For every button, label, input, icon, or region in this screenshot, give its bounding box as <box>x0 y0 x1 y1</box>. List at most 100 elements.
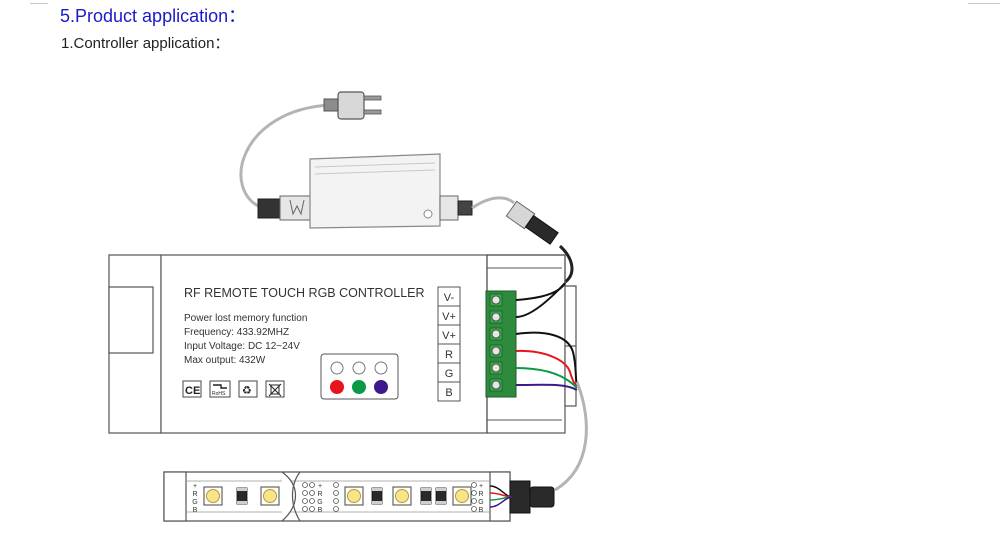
resistor-terminal <box>421 488 431 491</box>
controller-specs: Power lost memory function Frequency: 43… <box>184 313 307 366</box>
output-wire <box>515 383 578 391</box>
strip-pad <box>333 506 339 512</box>
led-chip-lens <box>455 489 469 503</box>
connector-lead <box>489 496 513 508</box>
terminal-labels: V-V+V+RGB <box>437 286 461 402</box>
certification-marks: CE RoHS ♻ <box>182 380 285 398</box>
strip-pad <box>471 490 477 496</box>
controller-title: RF REMOTE TOUCH RGB CONTROLLER <box>184 286 425 300</box>
section-title: 5.Product application： <box>60 6 247 26</box>
dc-lead <box>558 244 574 284</box>
terminal-block <box>485 290 517 398</box>
strip-pad <box>471 498 477 504</box>
strip-resistors <box>236 487 447 505</box>
strip-pad <box>302 498 308 504</box>
resistor-terminal <box>436 501 446 504</box>
terminal-label: B <box>445 387 452 399</box>
output-wire <box>515 331 578 386</box>
strip-pad-label: G <box>478 499 483 506</box>
controller-housing <box>108 254 577 434</box>
strip-leds <box>203 486 472 506</box>
terminal-screw-head <box>491 295 501 305</box>
subsection-title: 1.Controller application： <box>61 35 230 52</box>
strip-pad <box>309 498 315 504</box>
strip-pad-labels: +RGB <box>333 482 484 514</box>
strip-pad-label: R <box>317 491 322 498</box>
led-chip-lens <box>347 489 361 503</box>
indicator-panel <box>320 353 399 400</box>
terminal-label: V+ <box>442 311 456 323</box>
strip-pad <box>302 506 308 512</box>
strip-pad-label: B <box>193 507 198 514</box>
strip-pad <box>333 498 339 504</box>
strip-pad <box>471 482 477 488</box>
output-wire <box>515 349 578 387</box>
red-indicator-light <box>330 380 344 394</box>
strip-pad-label: B <box>479 507 484 514</box>
resistor-terminal <box>372 488 382 491</box>
output-wire <box>515 282 566 318</box>
resistor-terminal <box>237 488 247 491</box>
indicator-ring <box>374 361 388 375</box>
ce-mark-icon: CE <box>182 380 202 398</box>
resistor-terminal <box>421 501 431 504</box>
spec-line: Frequency: 433.92MHZ <box>184 327 289 338</box>
led-chip-lens <box>206 489 220 503</box>
strip-pad-label: G <box>192 499 197 506</box>
weee-bin-icon <box>265 380 285 398</box>
strip-pad <box>471 506 477 512</box>
strip-pad-label: + <box>479 483 483 490</box>
strip-pad <box>309 506 315 512</box>
strip-pad <box>333 490 339 496</box>
resistor-terminal <box>237 501 247 504</box>
terminal-screw-head <box>491 312 501 322</box>
terminal-label: G <box>445 368 454 380</box>
strip-pad <box>333 482 339 488</box>
terminal-screw-head <box>491 346 501 356</box>
terminal-label-box <box>437 381 461 402</box>
terminal-screw-head <box>491 363 501 373</box>
green-indicator-light <box>352 380 366 394</box>
spec-line: Input Voltage: DC 12~24V <box>184 341 300 352</box>
terminal-label: V+ <box>442 330 456 342</box>
strip-pad <box>309 482 315 488</box>
strip-pad-labels: +RGB <box>192 483 197 514</box>
strip-cable <box>554 381 588 492</box>
strip-connector-wires <box>489 485 513 508</box>
spec-line: Max output: 432W <box>184 355 266 366</box>
terminal-label: R <box>445 349 453 361</box>
power-adapter <box>257 153 473 229</box>
resistor-terminal <box>436 488 446 491</box>
strip-pad <box>302 482 308 488</box>
strip-pad-label: G <box>317 499 322 506</box>
led-chip-lens <box>395 489 409 503</box>
indicator-ring <box>330 361 344 375</box>
page-edge-right <box>968 0 1000 4</box>
spec-line: Power lost memory function <box>184 313 307 324</box>
led-chip-lens <box>263 489 277 503</box>
svg-text:♻: ♻ <box>242 384 252 397</box>
recycle-icon: ♻ <box>238 380 258 398</box>
indicator-ring <box>352 361 366 375</box>
ac-plug <box>239 91 382 210</box>
strip-pad-label: R <box>478 491 483 498</box>
strip-pad <box>302 490 308 496</box>
svg-text:CE: CE <box>185 385 200 397</box>
strip-pad-label: + <box>318 483 322 490</box>
dc-connector <box>505 200 559 245</box>
terminal-screw-head <box>491 329 501 339</box>
svg-text:RoHS: RoHS <box>212 391 226 397</box>
strip-pad-label: R <box>192 491 197 498</box>
led-strip: +RGB +RGB +RGB <box>163 471 555 522</box>
strip-connector <box>509 480 531 514</box>
blue-indicator-light <box>374 380 388 394</box>
output-wires <box>515 282 578 391</box>
strip-pad-label: B <box>318 507 323 514</box>
terminal-screw-head <box>491 380 501 390</box>
output-wire <box>515 367 578 389</box>
resistor-terminal <box>372 501 382 504</box>
rohs-mark-icon: RoHS <box>209 380 231 398</box>
strip-pad-label: + <box>193 483 197 490</box>
strip-pad-labels: +RGB <box>302 482 323 514</box>
